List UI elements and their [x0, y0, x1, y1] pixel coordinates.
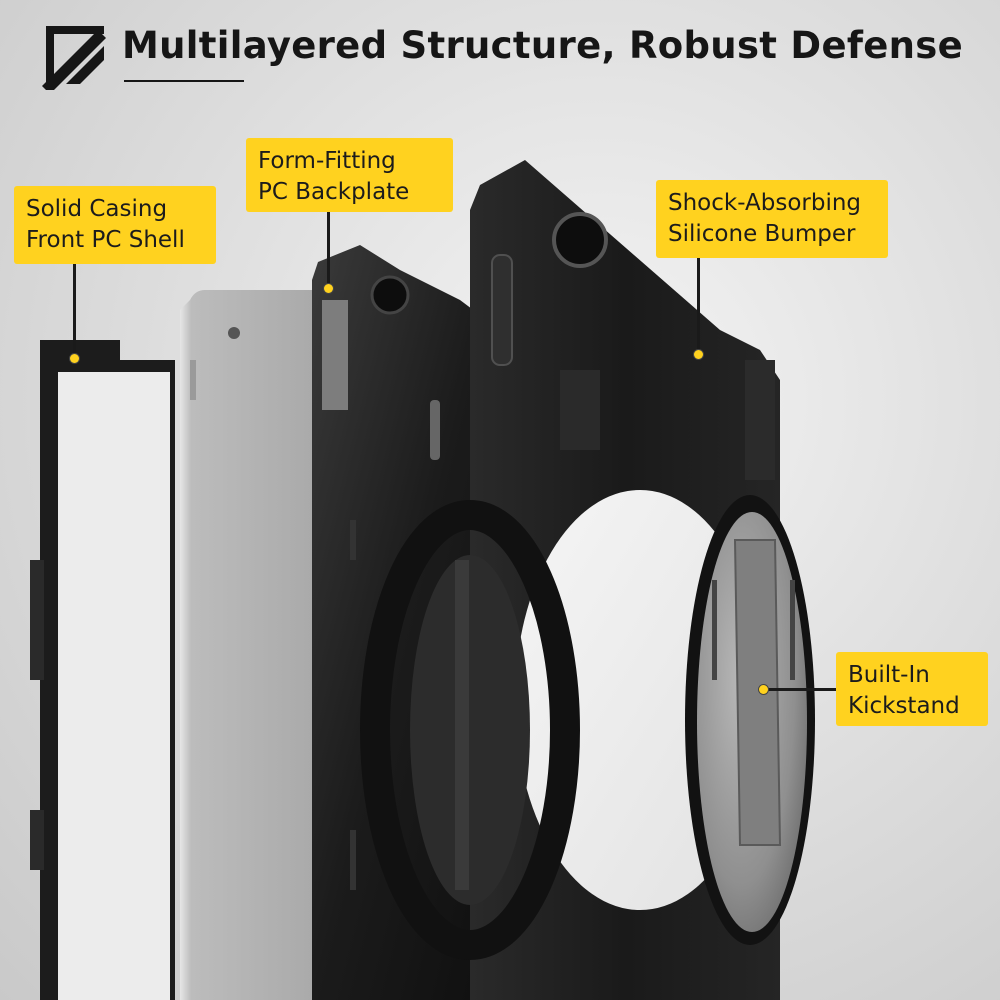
leader-bumper	[697, 258, 700, 350]
callout-bumper-line1: Shock-Absorbing	[668, 190, 862, 216]
marker-front-shell	[70, 354, 79, 363]
title-bar: Multilayered Structure, Robust Defense	[40, 14, 963, 94]
front-pc-shell	[30, 340, 175, 1000]
page-title: Multilayered Structure, Robust Defense	[122, 24, 963, 67]
callout-front-shell: Solid Casing Front PC Shell	[14, 186, 216, 264]
title-underline	[124, 80, 244, 82]
callout-backplate-line1: Form-Fitting	[258, 148, 396, 174]
leader-front-shell	[73, 264, 76, 354]
marker-kickstand	[759, 685, 768, 694]
callout-kickstand: Built-In Kickstand	[836, 652, 988, 726]
tablet-device	[180, 290, 320, 1000]
callout-kickstand-line1: Built-In	[848, 662, 930, 688]
callout-backplate-line2: PC Backplate	[258, 179, 410, 205]
callout-front-shell-line1: Solid Casing	[26, 196, 168, 222]
leader-backplate	[327, 212, 330, 284]
callout-kickstand-line2: Kickstand	[848, 693, 960, 719]
kickstand-disc	[685, 495, 815, 945]
brand-logo-icon	[42, 26, 106, 90]
callout-front-shell-line2: Front PC Shell	[26, 227, 185, 253]
marker-bumper	[694, 350, 703, 359]
leader-kickstand	[768, 688, 836, 691]
callout-bumper: Shock-Absorbing Silicone Bumper	[656, 180, 888, 258]
callout-backplate: Form-Fitting PC Backplate	[246, 138, 453, 212]
callout-bumper-line2: Silicone Bumper	[668, 221, 856, 247]
marker-backplate	[324, 284, 333, 293]
